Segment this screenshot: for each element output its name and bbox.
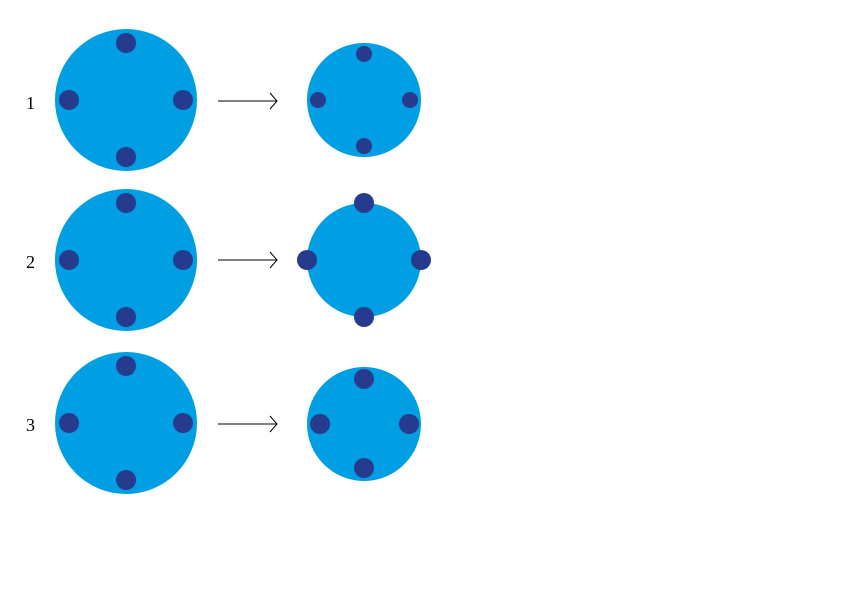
left-dot-icon xyxy=(59,413,79,433)
bottom-dot-icon xyxy=(116,470,136,490)
large-disc xyxy=(55,352,197,494)
row-label: 2 xyxy=(26,252,35,272)
row-label: 3 xyxy=(26,415,35,435)
top-dot-icon xyxy=(354,369,374,389)
right-dot-icon xyxy=(399,414,419,434)
right-dot-icon xyxy=(173,250,193,270)
bottom-dot-icon xyxy=(354,458,374,478)
long-right-arrow-icon xyxy=(218,92,278,110)
bottom-dot-icon xyxy=(116,307,136,327)
after-disc-group xyxy=(307,43,421,157)
small-disc xyxy=(307,367,421,481)
top-dot-icon xyxy=(116,356,136,376)
right-dot-icon xyxy=(402,92,418,108)
before-disc-group xyxy=(55,189,197,331)
long-right-arrow-icon xyxy=(218,415,278,433)
right-dot-icon xyxy=(173,90,193,110)
long-right-arrow-icon xyxy=(218,251,278,269)
right-dot-icon xyxy=(411,250,431,270)
before-disc-group xyxy=(55,352,197,494)
left-dot-icon xyxy=(310,414,330,434)
top-dot-icon xyxy=(356,46,372,62)
row-3: 3 xyxy=(26,352,421,494)
bottom-dot-icon xyxy=(356,138,372,154)
top-dot-icon xyxy=(354,193,374,213)
left-dot-icon xyxy=(59,250,79,270)
before-disc-group xyxy=(55,29,197,171)
bottom-dot-icon xyxy=(116,147,136,167)
small-disc xyxy=(307,43,421,157)
top-dot-icon xyxy=(116,193,136,213)
row-2: 2 xyxy=(26,189,431,331)
left-dot-icon xyxy=(59,90,79,110)
after-disc-group xyxy=(297,193,431,327)
bottom-dot-icon xyxy=(354,307,374,327)
row-1: 1 xyxy=(26,29,421,171)
top-dot-icon xyxy=(116,33,136,53)
large-disc xyxy=(55,29,197,171)
small-disc xyxy=(307,203,421,317)
large-disc xyxy=(55,189,197,331)
after-disc-group xyxy=(307,367,421,481)
right-dot-icon xyxy=(173,413,193,433)
left-dot-icon xyxy=(297,250,317,270)
row-label: 1 xyxy=(26,93,35,113)
left-dot-icon xyxy=(310,92,326,108)
